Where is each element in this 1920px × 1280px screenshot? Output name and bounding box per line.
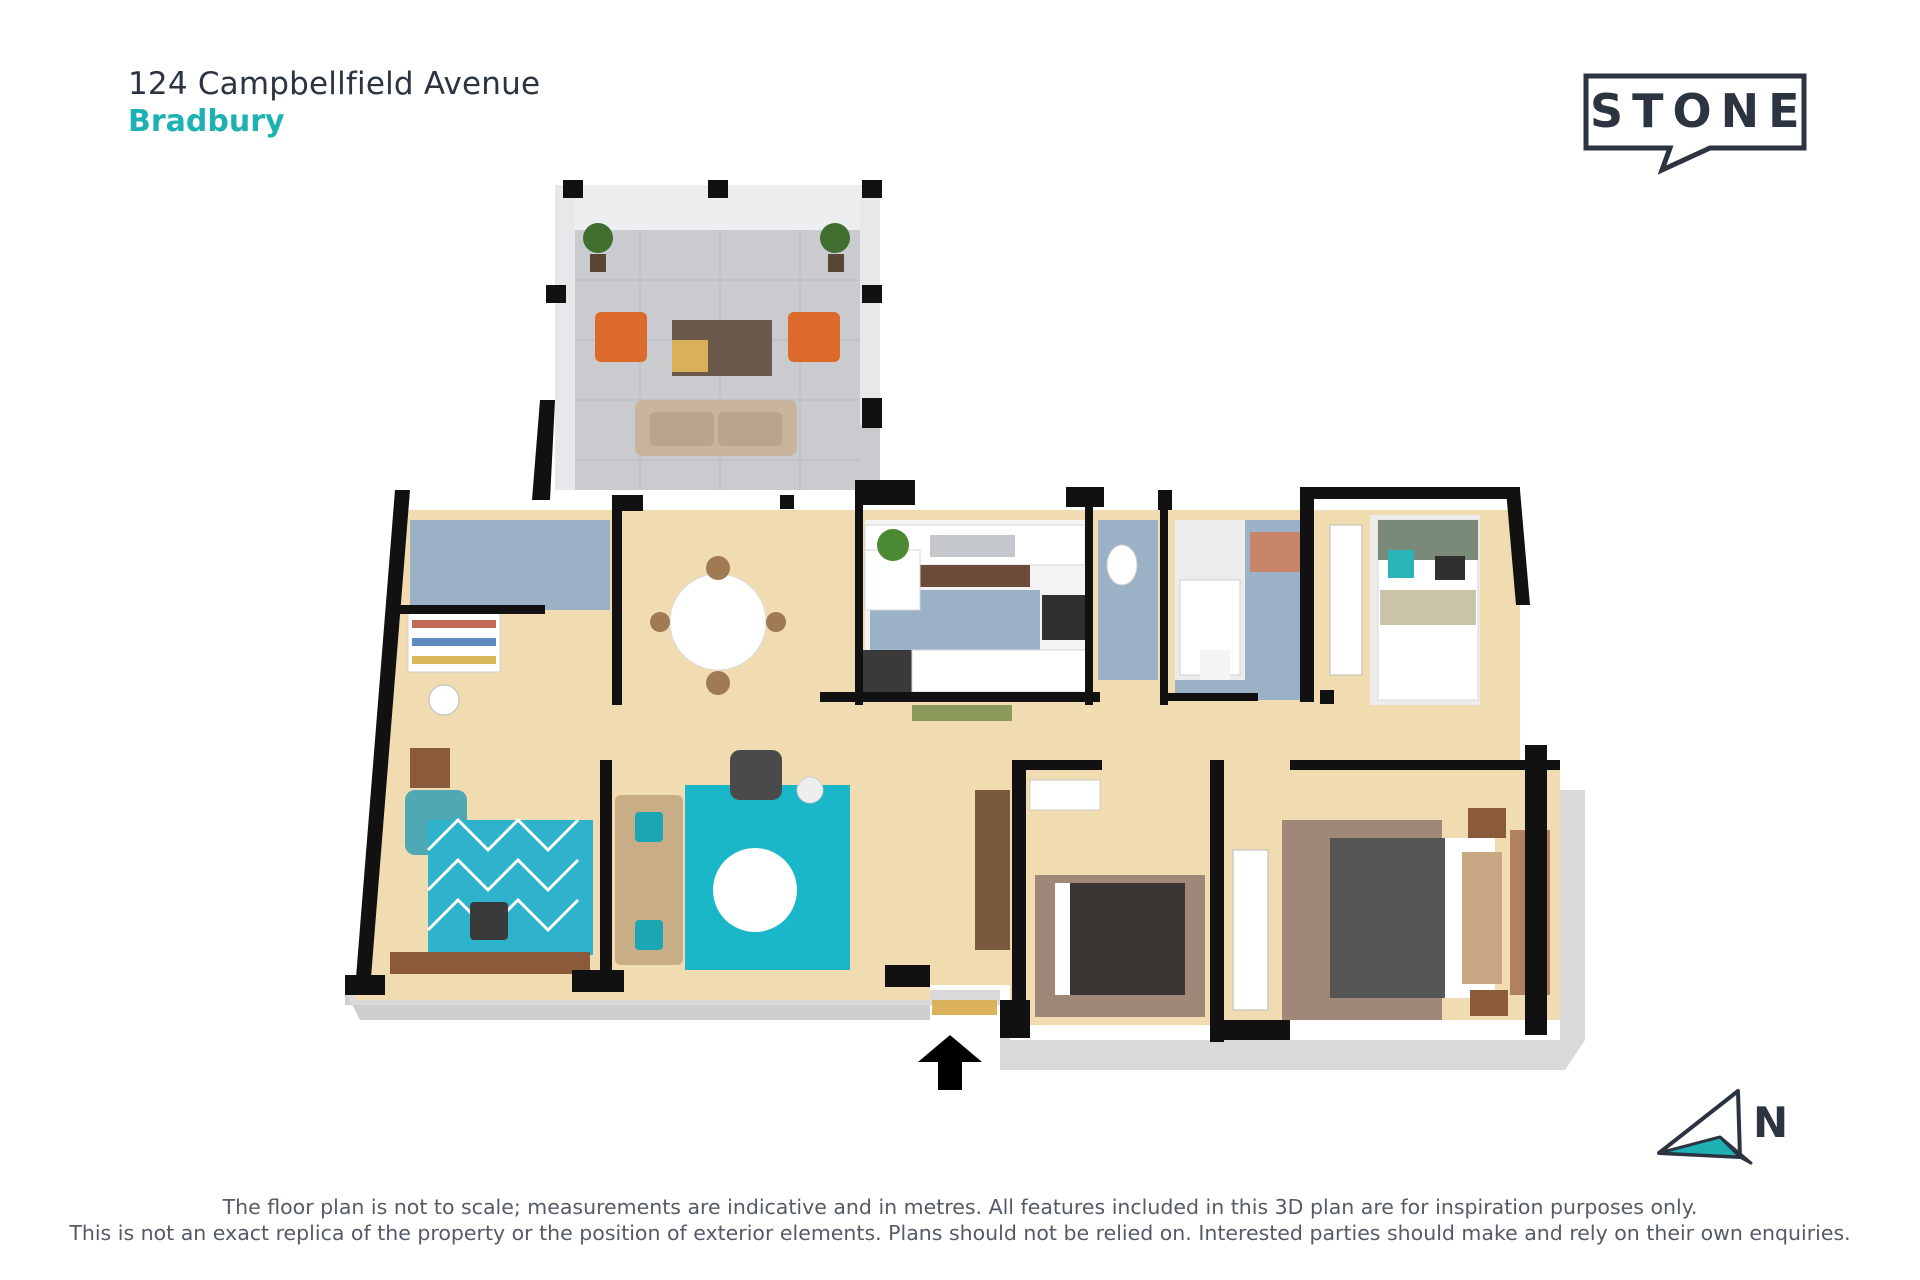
property-suburb: Bradbury [128,104,285,139]
property-address: 124 Campbellfield Avenue [128,66,541,102]
stone-logo-icon [1583,73,1807,175]
north-arrow-icon [1657,1089,1753,1165]
patio [532,180,882,500]
study-fittings [390,611,593,974]
living-room [615,750,1010,970]
front-door-threshold [932,1000,997,1015]
kitchen-fittings [862,524,1088,721]
bedroom-3 [1029,779,1205,1017]
entry-arrow-icon [918,1035,982,1090]
disclaimer-line-2: This is not an exact replica of the prop… [69,1221,1851,1245]
bathroom-fittings [1106,532,1300,680]
dining-set [650,556,786,695]
logo-brand-text: STONE [1590,84,1809,138]
disclaimer: The floor plan is not to scale; measurem… [0,1194,1920,1246]
walls [345,480,1560,1042]
master-bedroom [1232,808,1550,1020]
disclaimer-line-1: The floor plan is not to scale; measurem… [222,1195,1698,1219]
bedroom-2 [1329,519,1479,701]
north-label: N [1753,1098,1789,1147]
